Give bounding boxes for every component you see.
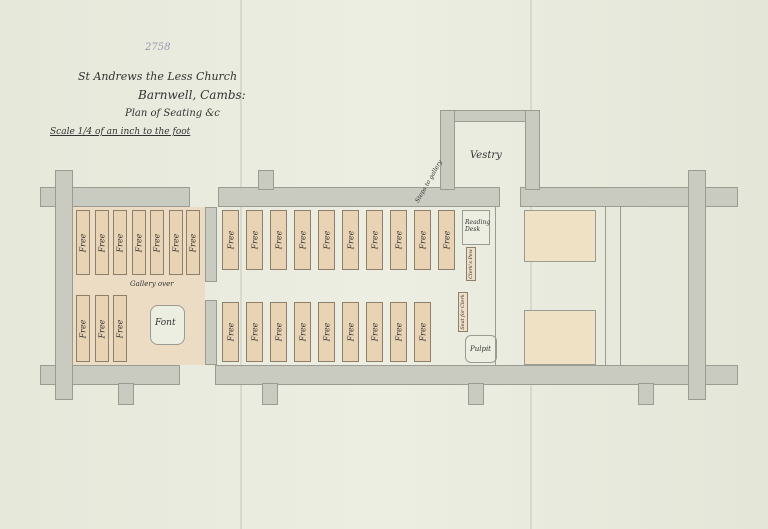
pew: Free (366, 302, 383, 362)
pew-label: Free (394, 322, 403, 342)
clerk-pew-label: Clerk's Pew (468, 249, 474, 279)
pew-label: Free (250, 230, 259, 250)
pew: Free (76, 210, 90, 275)
pew: Free (270, 302, 287, 362)
pew-label: Free (188, 233, 198, 252)
title-line: Scale 1/4 of an inch to the foot (50, 127, 191, 137)
clerk-seat: Seat for Clerk (458, 292, 468, 332)
pew-label: Free (346, 230, 355, 250)
fold-line (240, 0, 242, 529)
pew: Free (414, 210, 431, 270)
pew: Free (94, 295, 109, 362)
pew-label: Free (226, 230, 235, 250)
pew-label: Free (298, 322, 307, 342)
gallery-note: Gallery over (130, 280, 174, 288)
pew-label: Free (250, 322, 259, 342)
buttress (638, 383, 654, 405)
chancel-seat-south (524, 310, 596, 365)
pew-label: Free (298, 230, 307, 250)
title-line: Barnwell, Cambs: (138, 88, 246, 102)
reading-desk-label: Reading Desk (465, 219, 491, 233)
partition-wall (205, 207, 217, 282)
pew: Free (342, 302, 359, 362)
pew: Free (222, 210, 239, 270)
pew: Free (246, 302, 263, 362)
pew-label: Free (346, 322, 355, 342)
chancel-line (495, 207, 496, 365)
pew: Free (113, 295, 127, 362)
pew-label: Free (442, 230, 451, 250)
pulpit-label: Pulpit (470, 345, 491, 353)
pew-label: Free (370, 230, 379, 250)
pew-label: Free (418, 322, 427, 342)
pew: Free (318, 302, 335, 362)
pew-label: Free (171, 233, 180, 252)
chancel-seat-north (524, 210, 596, 262)
pew-label: Free (370, 322, 379, 342)
pew: Free (76, 295, 90, 362)
font-label: Font (155, 318, 176, 328)
altar-rail (620, 207, 621, 365)
pew: Free (366, 210, 383, 270)
clerk-seat-label: Seat for Clerk (460, 294, 466, 330)
east-wall (688, 170, 706, 400)
pew: Free (150, 210, 164, 275)
pew: Free (270, 210, 287, 270)
pew: Free (390, 210, 407, 270)
buttress (258, 170, 274, 190)
pew-label: Free (115, 233, 125, 252)
pew-label: Free (274, 230, 283, 250)
pew: Free (294, 302, 311, 362)
pew: Free (246, 210, 263, 270)
pew: Free (131, 210, 146, 275)
buttress (118, 383, 134, 405)
buttress (468, 383, 484, 405)
vestry-wall (440, 110, 455, 190)
pew-label: Free (78, 233, 88, 252)
altar-rail (605, 207, 606, 365)
vestry-wall (525, 110, 540, 190)
pew: Free (414, 302, 431, 362)
pew-label: Free (394, 230, 403, 250)
pew-label: Free (226, 322, 235, 342)
pulpit: Pulpit (465, 335, 497, 363)
pew-label: Free (322, 322, 331, 342)
catalogue-number: 2758 (145, 42, 171, 53)
pew-label: Free (274, 322, 283, 342)
north-wall (40, 187, 190, 207)
pew: Free (222, 302, 239, 362)
vestry-label: Vestry (470, 150, 502, 161)
pew: Free (294, 210, 311, 270)
pew-label: Free (152, 233, 162, 252)
pew: Free (186, 210, 200, 275)
reading-desk: Reading Desk (462, 210, 490, 245)
pew: Free (168, 210, 183, 275)
title-line: Plan of Seating &c (125, 108, 220, 119)
pew-label: Free (78, 319, 88, 338)
pew-label: Free (418, 230, 427, 250)
north-wall (520, 187, 738, 207)
partition-wall (205, 300, 217, 365)
pew: Free (438, 210, 455, 270)
west-wall (55, 170, 73, 400)
south-wall (215, 365, 738, 385)
buttress (262, 383, 278, 405)
pew-label: Free (97, 319, 106, 338)
south-wall (40, 365, 180, 385)
pew: Free (318, 210, 335, 270)
pew: Free (342, 210, 359, 270)
pew: Free (390, 302, 407, 362)
title-line: St Andrews the Less Church (78, 70, 238, 83)
pew-label: Free (115, 319, 125, 338)
pew: Free (94, 210, 109, 275)
fold-line (530, 0, 532, 529)
north-wall (218, 187, 500, 207)
clerk-pew: Clerk's Pew (466, 247, 476, 281)
pew-label: Free (134, 233, 143, 252)
pew-label: Free (322, 230, 331, 250)
pew-label: Free (97, 233, 106, 252)
font: Font (150, 305, 185, 345)
pew: Free (113, 210, 127, 275)
